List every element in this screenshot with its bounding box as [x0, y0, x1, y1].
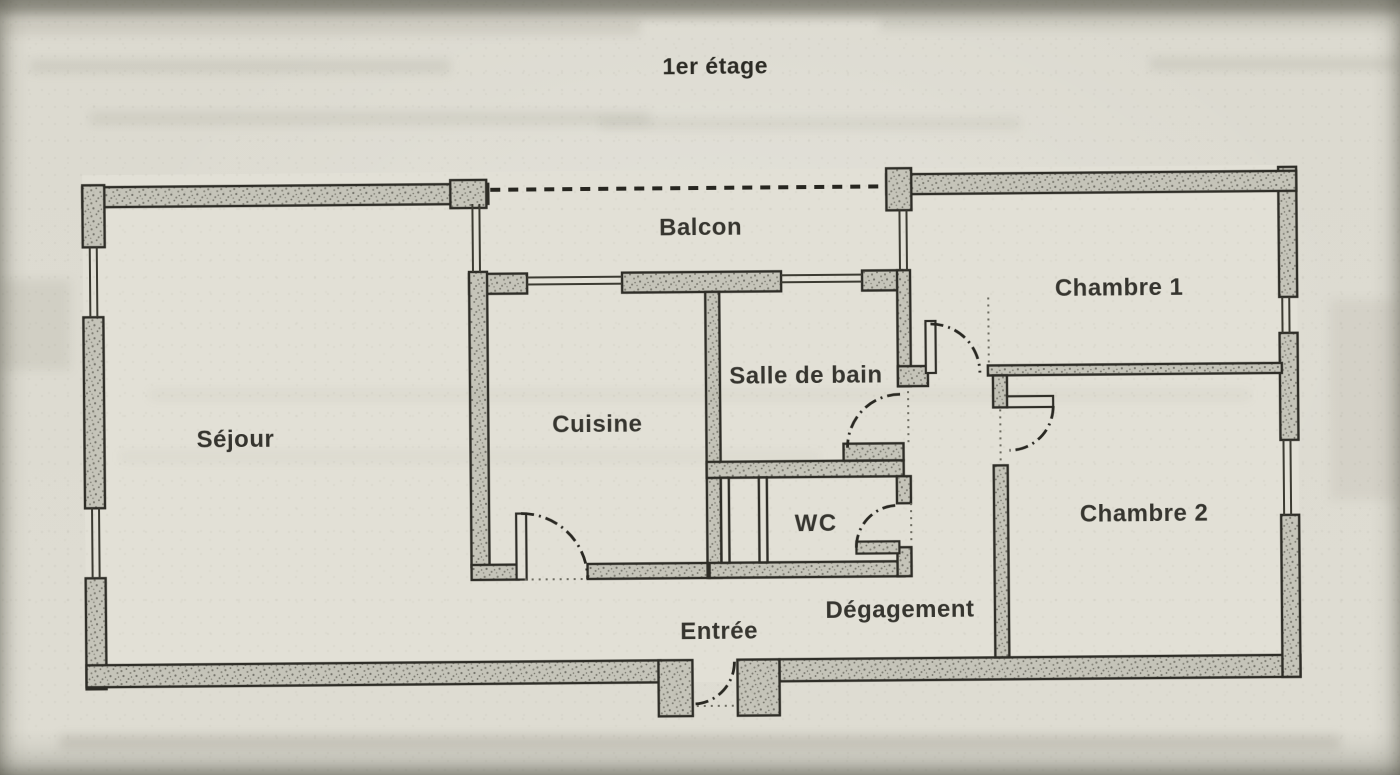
room-label-salle-de-bain: Salle de bain	[729, 361, 882, 389]
balcony-boundary-dashed-line	[490, 184, 885, 192]
door-arc-cuisine	[521, 512, 590, 580]
window	[1282, 439, 1293, 515]
window	[898, 210, 908, 271]
door-leaf-cuisine	[514, 512, 528, 581]
room-label-cuisine: Cuisine	[552, 411, 642, 439]
room-labels: Balcon Séjour Cuisine Salle de bain WC C…	[196, 214, 1209, 646]
door-leaf-chambre1	[924, 319, 937, 375]
wall-segment	[778, 653, 1302, 683]
wall-segment	[81, 182, 490, 209]
threshold-line	[524, 578, 586, 581]
wall-segment	[884, 169, 1298, 196]
wall-segment	[620, 270, 783, 294]
room-label-chambre-2: Chambre 2	[1080, 500, 1209, 528]
wall-segment	[992, 464, 1011, 659]
wall-segment	[1278, 331, 1300, 442]
windows	[88, 203, 1293, 579]
room-label-entree: Entrée	[680, 618, 758, 646]
wall-segment	[705, 459, 905, 480]
wall-segment	[470, 563, 520, 582]
room-label-balcon: Balcon	[659, 214, 742, 242]
wall-segment	[448, 178, 488, 210]
door-leaf-chambre2	[1005, 394, 1055, 409]
room-label-chambre-1: Chambre 1	[1055, 274, 1184, 302]
wall-segment	[895, 474, 913, 505]
entrance-recess-stub	[657, 658, 695, 718]
wall-segment	[896, 545, 913, 578]
exterior-walls	[81, 165, 1302, 718]
room-label-degagement: Dégagement	[825, 596, 974, 624]
door-arc-wc	[855, 503, 899, 548]
window	[527, 275, 623, 286]
door-arc-chambre1	[930, 322, 982, 373]
interior-walls	[467, 268, 1284, 659]
room-label-sejour: Séjour	[196, 426, 274, 454]
wall-segment	[719, 476, 731, 565]
wall-segment	[586, 561, 711, 581]
window	[91, 508, 101, 579]
wall-segment	[82, 315, 107, 510]
door-arc-chambre2	[1009, 405, 1055, 452]
wall-segment	[85, 659, 662, 689]
window	[471, 203, 481, 272]
wall-segment	[986, 361, 1284, 377]
door-leaf-wc	[855, 540, 901, 555]
room-label-wc: WC	[795, 510, 838, 537]
wall-segment	[81, 183, 106, 249]
wall-segment	[757, 476, 769, 564]
door-leaves	[514, 319, 1055, 581]
door-swing-arcs	[521, 322, 1055, 706]
closet-partitions	[719, 476, 769, 565]
window	[781, 273, 863, 284]
window	[1281, 296, 1291, 333]
wall-segment	[991, 374, 1009, 409]
wall-segment	[467, 270, 491, 569]
wall-segment	[708, 560, 906, 580]
wall-segment	[1279, 513, 1302, 679]
window	[88, 247, 99, 318]
wall-segment	[842, 442, 905, 462]
threshold-dotted-lines	[524, 297, 1002, 708]
wall-segment	[884, 166, 913, 212]
door-arc-entree	[692, 661, 736, 706]
wall-segment	[84, 576, 108, 691]
wall-segment	[896, 364, 930, 388]
door-arc-salle-de-bain	[846, 392, 901, 448]
wall-segment	[703, 290, 723, 580]
entrance-recess-stub	[736, 658, 782, 717]
